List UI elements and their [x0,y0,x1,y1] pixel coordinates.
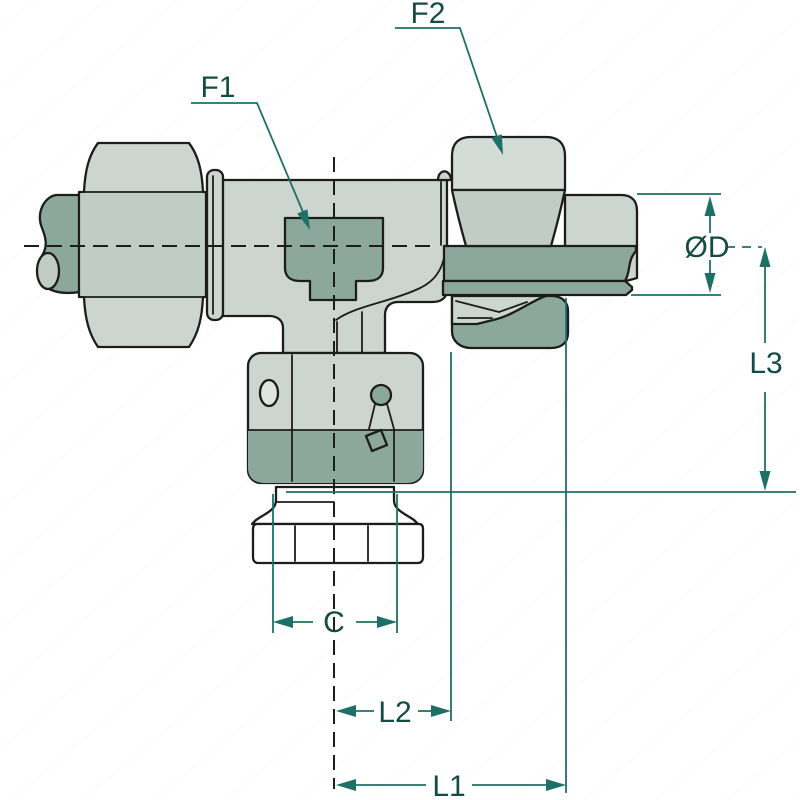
seal-detail [364,428,389,453]
cone-line-right [386,403,395,430]
c-label: C [323,606,345,639]
f2-arrowhead [491,134,503,155]
l2-label: L2 [378,696,411,729]
l3-arrow-up [759,247,771,267]
cutting-ring-edge-1 [455,300,500,313]
dim-c: C [272,494,398,639]
dim-f1: F1 [191,71,310,230]
bottom-nut-hole [258,378,280,408]
right-tube [441,193,639,297]
left-nut-mid-facet [81,193,204,296]
l3-label: L3 [749,347,782,380]
f1-leader [191,102,304,213]
f1-arrowhead [297,209,310,230]
bottom-nut-lower-section [248,430,423,483]
right-tube-flange [441,279,634,297]
l3-arrow-down [759,471,771,491]
cone-line-left [368,403,376,430]
bottom-nut [246,351,425,485]
bore-arc [335,251,446,321]
dimensions: F1 F2 ØD L3 [191,0,796,800]
right-nut-mid-facet [450,188,567,248]
f2-label: F2 [410,0,445,30]
dim-od: ØD [631,193,762,296]
f2-leader [395,27,499,141]
dim-l3: L3 [286,247,796,493]
l2-arrow-right [431,705,451,717]
right-tube-section [442,244,638,283]
cutting-ring-edge-2 [498,301,528,313]
right-nut-top-facet [450,135,567,192]
bottom-port-fitting [250,485,425,565]
f1-label: F1 [200,71,235,104]
body-lip [436,170,453,182]
l1-arrow-left [336,779,356,791]
l1-label: L1 [432,770,465,800]
l1-arrow-right [546,779,566,791]
c-arrow-left [273,616,293,628]
od-arrow-down [704,273,716,293]
l2-arrow-left [336,705,356,717]
ball-detail [369,383,393,407]
dim-f2: F2 [395,0,503,155]
dim-l2: L2 [336,352,452,729]
left-tube-bore-end [35,251,61,291]
left-tube [35,193,82,295]
right-nut [450,135,570,350]
od-arrow-up [704,196,716,216]
od-label: ØD [685,231,730,264]
dim-l1: L1 [336,298,567,800]
c-arrow-right [377,616,397,628]
